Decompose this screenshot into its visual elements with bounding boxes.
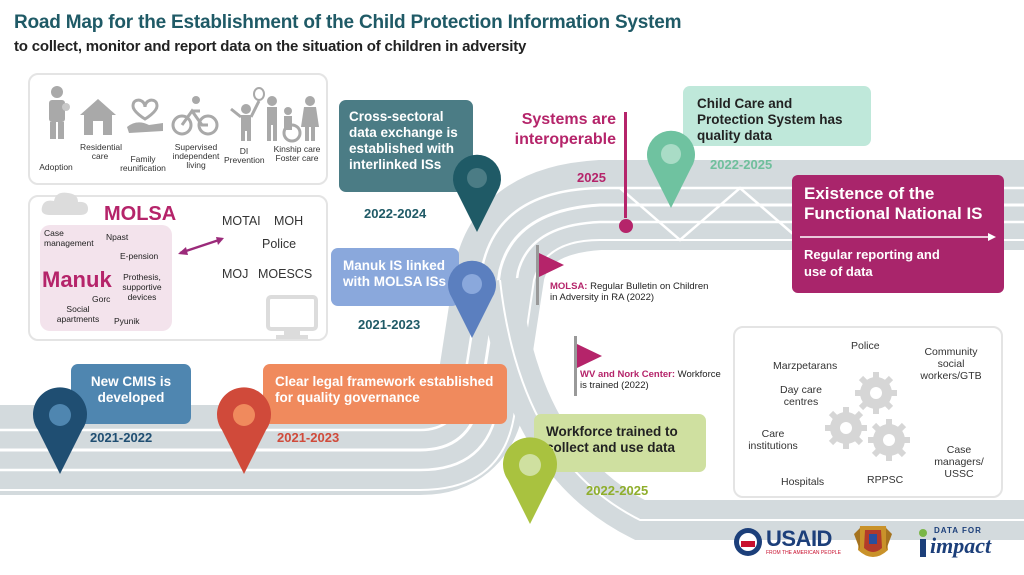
service-label-di-prevention: DI Prevention <box>224 146 265 165</box>
term-gorc: Gorc <box>92 294 111 304</box>
page-title: Road Map for the Establishment of the Ch… <box>14 12 682 33</box>
ministry-moj: MOJ <box>222 267 249 281</box>
usaid-logo-text: USAID <box>766 526 832 551</box>
two-way-arrow <box>178 237 224 255</box>
kinship-foster-care-icon <box>267 96 319 143</box>
actor-case-managers: Case managers/ USSC <box>934 444 984 481</box>
armenia-coat-of-arms-icon <box>854 526 892 557</box>
term-npast: Npast <box>106 232 129 242</box>
actor-police: Police <box>851 340 880 352</box>
milestone-new-cmis: New CMIS is developed <box>71 364 191 424</box>
ministry-police: Police <box>262 237 297 251</box>
computer-icon <box>266 295 318 339</box>
milestone-cross-sectoral: Cross-sectoral data exchange is establis… <box>339 100 473 192</box>
di-prevention-icon <box>230 87 265 141</box>
actor-hospitals: Hospitals <box>781 476 825 488</box>
flag-wv-body: Workforce is trained (2022) <box>580 369 721 391</box>
year-legal-framework: 2021-2023 <box>277 430 340 445</box>
actor-community-social-workers: Community social workers/GTB <box>920 346 982 383</box>
molsa-label: MOLSA <box>104 203 177 225</box>
residential-care-icon <box>80 99 116 135</box>
service-label-family-reunification: Family reunification <box>120 154 166 173</box>
term-pyunik: Pyunik <box>114 316 140 326</box>
pin-manuk-linked <box>448 260 496 338</box>
service-label-kinship-foster-care: Kinship care Foster care <box>273 144 321 163</box>
actor-marzpetarans: Marzpetarans <box>773 360 838 372</box>
year-interoperable: 2025 <box>577 170 606 185</box>
milestone-manuk-linked: Manuk IS linked with MOLSA ISs <box>331 248 459 306</box>
final-goal-arrow <box>800 233 996 241</box>
dfi-logo-bottom: impact <box>930 533 992 558</box>
actor-day-care-centres: Day care centres <box>779 384 822 409</box>
service-label-supervised-living: Supervised independent living <box>172 142 220 170</box>
usaid-tagline: FROM THE AMERICAN PEOPLE <box>766 550 841 556</box>
flag-wv-nork <box>574 336 602 396</box>
flag-molsa-bulletin-text: MOLSA: Regular Bulletin on Children in A… <box>550 281 718 304</box>
flag-wv-bold: WV and Nork Center: <box>580 369 676 380</box>
milestone-quality-data: Child Care and Protection System has qua… <box>683 86 871 146</box>
flag-molsa-body: Regular Bulletin on Children in Adversit… <box>550 281 709 303</box>
pin-quality-data <box>647 130 695 208</box>
usaid-seal-icon <box>734 528 762 556</box>
data-for-impact-icon <box>919 529 927 557</box>
dfi-logo-top: DATA FOR <box>934 526 982 535</box>
pin-workforce <box>503 437 557 524</box>
flag-wv-nork-text: WV and Nork Center: Workforce is trained… <box>580 369 730 392</box>
final-goal-box <box>792 175 1004 293</box>
term-prothesis: Prothesis, supportive devices <box>122 272 162 302</box>
actor-care-institutions: Care institutions <box>748 428 798 453</box>
milestone-workforce: Workforce trained to collect and use dat… <box>534 414 706 472</box>
final-goal-text: Regular reporting and use of data <box>804 247 940 279</box>
term-social-apartments: Social apartments <box>56 304 100 324</box>
year-manuk-linked: 2021-2023 <box>358 317 421 332</box>
actor-rppsc: RPPSC <box>867 474 904 486</box>
gears-icon <box>825 372 910 461</box>
supervised-living-icon <box>171 96 219 136</box>
services-panel: Adoption Residential care Family reunifi… <box>28 73 328 185</box>
year-new-cmis: 2021-2022 <box>90 430 153 445</box>
service-label-adoption: Adoption <box>39 162 73 172</box>
year-cross-sectoral: 2022-2024 <box>364 206 427 221</box>
service-label-residential-care: Residential care <box>80 142 123 161</box>
year-workforce: 2022-2025 <box>586 483 649 498</box>
year-quality-data: 2022-2025 <box>710 157 773 172</box>
ministry-moh: MOH <box>274 214 304 228</box>
pin-new-cmis <box>33 387 87 474</box>
page-subtitle: to collect, monitor and report data on t… <box>14 38 527 55</box>
adoption-icon <box>49 86 70 139</box>
pin-legal-framework <box>217 387 271 474</box>
milestone-legal-framework: Clear legal framework established for qu… <box>263 364 507 424</box>
ministry-motai: MOTAI <box>222 214 261 228</box>
family-reunification-icon <box>127 98 163 133</box>
flag-molsa-bulletin <box>536 245 564 305</box>
milestone-interoperable: Systems are interoperable <box>514 111 616 148</box>
final-goal-title: Existence of the Functional National IS <box>804 184 983 224</box>
term-e-pension: E-pension <box>120 251 159 261</box>
interoperable-marker <box>619 112 633 233</box>
actors-panel: Police Marzpetarans Community social wor… <box>733 326 1003 498</box>
term-case-management: Case management <box>44 228 94 248</box>
flag-molsa-bold: MOLSA: <box>550 281 588 292</box>
molsa-bubble <box>40 225 172 331</box>
pin-cross-sectoral <box>453 154 501 232</box>
cloud-icon <box>41 192 88 215</box>
molsa-panel: MOLSA Manuk Case management Npast E-pens… <box>28 192 328 341</box>
manuk-label: Manuk <box>42 267 112 292</box>
ministry-moescs: MOESCS <box>258 267 313 281</box>
